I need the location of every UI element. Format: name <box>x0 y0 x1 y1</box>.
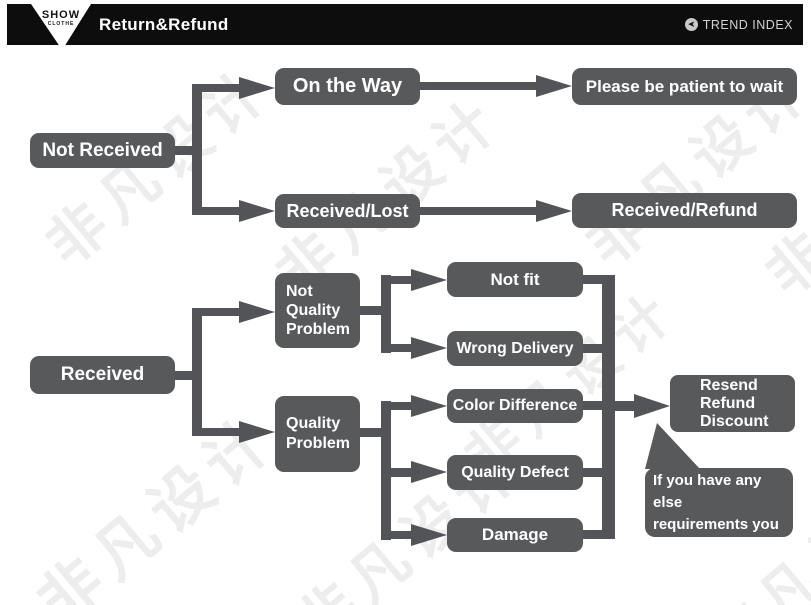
node-quality-problem: Quality Problem <box>275 396 360 472</box>
flow-line <box>583 530 607 539</box>
flow-line <box>391 468 415 477</box>
flow-arrowhead <box>411 461 447 483</box>
node-not-quality-problem: Not Quality Problem <box>275 273 360 348</box>
flow-arrowhead <box>411 269 447 291</box>
flow-line <box>202 308 242 316</box>
flow-arrowhead <box>411 524 447 546</box>
flow-arrowhead <box>239 77 275 99</box>
flow-line <box>381 275 391 353</box>
flow-line <box>175 371 202 380</box>
flow-arrowhead <box>239 301 275 323</box>
watermark: 非凡设计 <box>745 72 811 311</box>
flow-line <box>381 401 391 540</box>
flow-line <box>192 84 202 215</box>
flow-line <box>175 146 202 155</box>
flow-arrowhead <box>536 75 572 97</box>
flow-line <box>613 401 637 411</box>
header-bar: SHOW CLOTHE Return&Refund ➤ TREND INDEX <box>7 4 803 50</box>
flow-line <box>583 468 607 477</box>
flow-line <box>583 401 607 410</box>
flow-line <box>583 344 607 353</box>
flow-arrowhead <box>536 200 572 222</box>
node-color-difference: Color Difference <box>447 389 583 423</box>
node-quality-defect: Quality Defect <box>447 455 583 490</box>
flow-line <box>192 308 202 436</box>
speech-bubble: If you have any else requirements you co… <box>645 468 793 555</box>
flow-arrowhead <box>411 395 447 417</box>
node-please-be-patient: Please be patient to wait <box>572 68 797 105</box>
node-received: Received <box>30 356 175 394</box>
node-damage: Damage <box>447 518 583 552</box>
flow-line <box>420 82 540 90</box>
flow-line <box>202 84 242 92</box>
page-title: Return&Refund <box>99 14 229 34</box>
flow-arrowhead <box>411 337 447 359</box>
flow-line <box>202 207 242 215</box>
node-received-lost: Received/Lost <box>275 194 420 228</box>
flow-arrowhead <box>239 421 275 443</box>
flow-line <box>202 428 242 436</box>
node-not-received: Not Received <box>30 133 175 168</box>
trend-index: ➤ TREND INDEX <box>684 4 793 45</box>
flow-line <box>391 344 415 352</box>
flow-line <box>391 531 415 539</box>
show-clothe-logo: SHOW CLOTHE <box>31 4 91 50</box>
flow-arrowhead <box>239 200 275 222</box>
node-not-fit: Not fit <box>447 262 583 297</box>
flow-line <box>360 306 386 315</box>
trend-index-label: TREND INDEX <box>702 17 793 32</box>
logo-text-clothe: CLOTHE <box>47 21 75 27</box>
flow-line <box>360 428 386 437</box>
node-resend-refund-discount: Resend Refund Discount <box>670 375 795 432</box>
flow-line <box>420 207 540 215</box>
flow-line <box>602 275 615 539</box>
node-wrong-delivery: Wrong Delivery <box>447 331 583 366</box>
circle-arrow-icon: ➤ <box>684 18 698 31</box>
flow-line <box>391 276 415 284</box>
node-received-refund: Received/Refund <box>572 193 797 228</box>
flow-arrowhead <box>634 394 670 418</box>
node-on-the-way: On the Way <box>275 68 420 105</box>
flow-line <box>583 275 607 284</box>
logo-text-show: SHOW <box>41 9 81 21</box>
flow-line <box>391 402 415 410</box>
